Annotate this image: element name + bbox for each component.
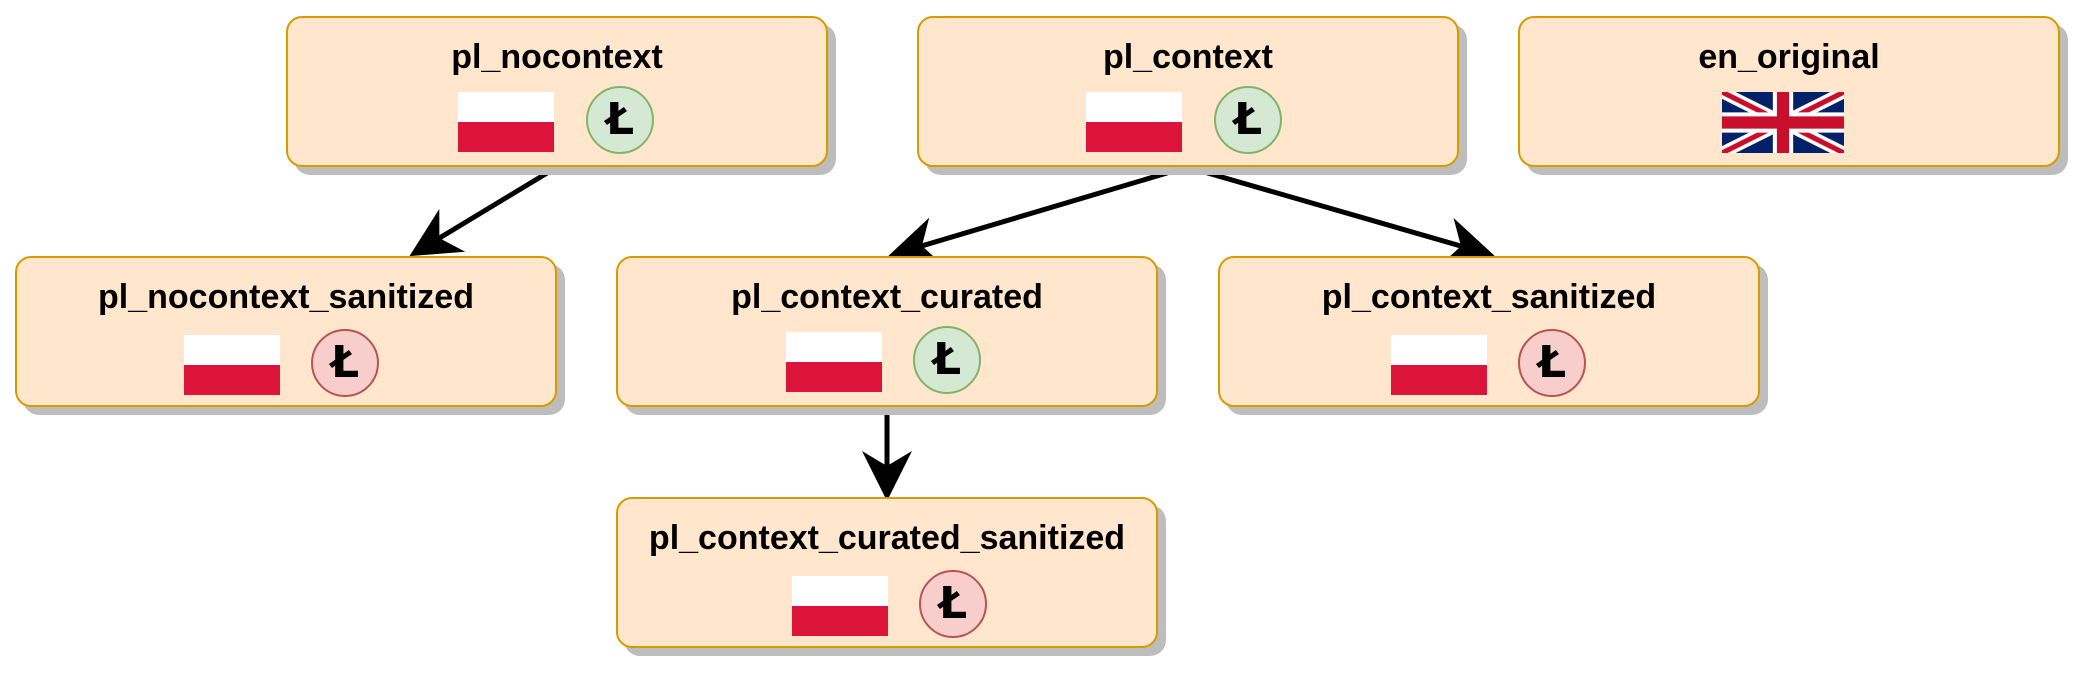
node-title: pl_context_curated_sanitized (648, 519, 1126, 557)
ł-coin-icon: Ł (1518, 329, 1586, 397)
ł-coin-icon: Ł (919, 570, 987, 638)
node-pl-context[interactable]: pl_context Ł (917, 16, 1459, 167)
ł-coin-icon: Ł (311, 329, 379, 397)
poland-flag-icon (184, 335, 280, 395)
node-pl-nocontext[interactable]: pl_nocontext Ł (286, 16, 828, 167)
node-pl-context-sanitized[interactable]: pl_context_sanitized Ł (1218, 256, 1760, 407)
ł-coin-icon: Ł (586, 86, 654, 154)
poland-flag-icon (458, 92, 554, 152)
poland-flag-icon (1086, 92, 1182, 152)
ł-coin-icon: Ł (913, 326, 981, 394)
node-pl-context-curated-sanitized[interactable]: pl_context_curated_sanitized Ł (616, 497, 1158, 648)
node-title: pl_context_curated (731, 278, 1043, 316)
edge-pl-context-to-pl-context-curated (888, 164, 1188, 266)
node-title: pl_nocontext_sanitized (98, 278, 474, 316)
node-title: pl_context (1102, 38, 1274, 76)
node-title: pl_nocontext (451, 38, 663, 76)
node-pl-context-curated[interactable]: pl_context_curated Ł (616, 256, 1158, 407)
node-title: en_original (1698, 38, 1880, 76)
edge-pl-nocontext-to-pl-nocontext-sanitized (409, 164, 559, 257)
node-pl-nocontext-sanitized[interactable]: pl_nocontext_sanitized Ł (15, 256, 557, 407)
edge-pl-context-to-pl-context-sanitized (1186, 164, 1495, 266)
poland-flag-icon (786, 332, 882, 392)
node-title: pl_context_sanitized (1321, 278, 1657, 316)
poland-flag-icon (792, 576, 888, 636)
ł-coin-icon: Ł (1214, 86, 1282, 154)
node-en-original[interactable]: en_original (1518, 16, 2060, 167)
uk-flag-icon (1722, 92, 1844, 153)
poland-flag-icon (1391, 335, 1487, 395)
